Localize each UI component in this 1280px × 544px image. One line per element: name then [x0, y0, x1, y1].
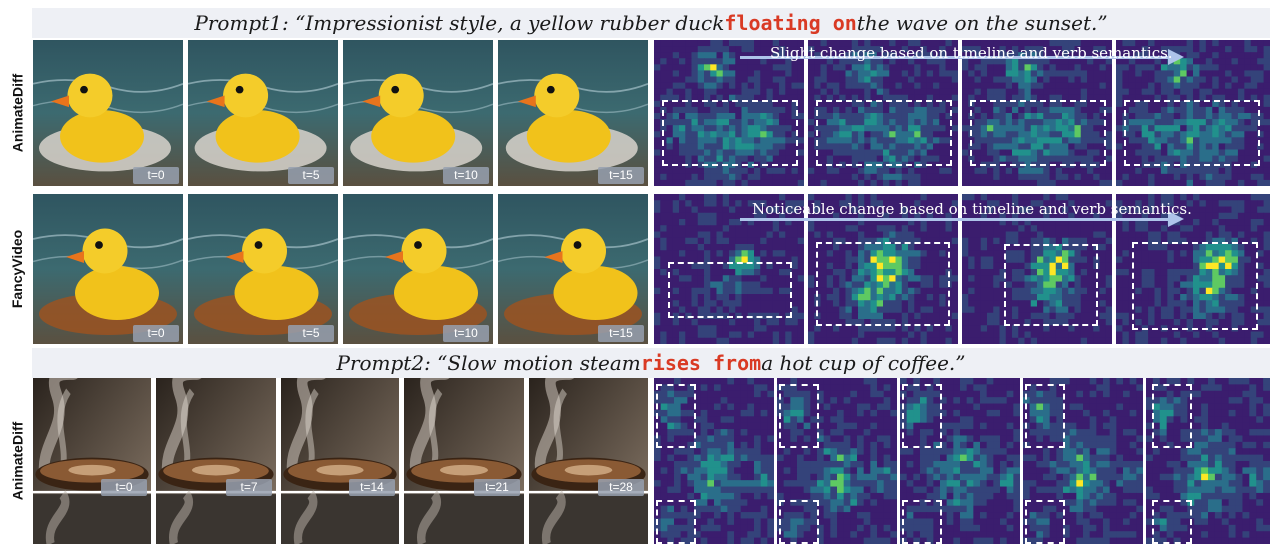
region-box: [902, 500, 942, 544]
timestep-label: t=10: [443, 167, 489, 184]
region-box: [1152, 500, 1192, 544]
duck-frame: t=15: [498, 194, 648, 344]
attention-heatmap: [654, 378, 774, 544]
coffee-frame: t=28: [529, 378, 648, 544]
region-box: [902, 384, 942, 448]
region-box: [1124, 100, 1260, 166]
timestep-label: t=5: [288, 325, 334, 342]
duck-frame: t=15: [498, 40, 648, 186]
region-box: [779, 500, 819, 544]
attention-heatmap: [654, 194, 804, 344]
prompt2-prefix: Prompt2: “Slow motion steam: [336, 351, 641, 375]
timestep-label: t=21: [474, 479, 520, 496]
slight-change-arrow: Slight change based on timeline and verb…: [740, 44, 1184, 70]
region-box: [656, 384, 696, 448]
prompt1-bar: Prompt1: “Impressionist style, a yellow …: [32, 8, 1270, 38]
timestep-label: t=14: [349, 479, 395, 496]
row-label-fancyvideo-duck: FancyVideo: [9, 229, 26, 309]
region-box: [656, 500, 696, 544]
attention-heatmap: [1116, 194, 1270, 344]
attention-heatmap: [1023, 378, 1143, 544]
region-box: [1025, 384, 1065, 448]
duck-frame: t=5: [188, 194, 338, 344]
timestep-label: t=10: [443, 325, 489, 342]
noticeable-change-text: Noticeable change based on timeline and …: [752, 200, 1192, 218]
region-box: [1004, 244, 1098, 326]
slight-change-text: Slight change based on timeline and verb…: [770, 44, 1173, 62]
duck-frame: t=0: [33, 40, 183, 186]
attention-heatmap: [777, 378, 897, 544]
region-box: [1025, 500, 1065, 544]
prompt2-suffix: a hot cup of coffee.”: [761, 351, 966, 375]
timestep-label: t=0: [133, 325, 179, 342]
prompt1-highlight: floating on: [724, 11, 857, 35]
duck-frame: t=0: [33, 194, 183, 344]
row-label-animatediff-duck: AnimateDiff: [9, 73, 25, 153]
attention-heatmap: [900, 378, 1020, 544]
timestep-label: t=15: [598, 325, 644, 342]
attention-heatmap: [654, 40, 804, 186]
arrow-head-icon: [1168, 211, 1184, 227]
region-box: [662, 100, 798, 166]
region-box: [816, 100, 952, 166]
coffee-frame: t=14: [281, 378, 399, 544]
duck-frame: t=10: [343, 194, 493, 344]
region-box: [779, 384, 819, 448]
coffee-frame: t=0: [33, 378, 151, 544]
region-box: [668, 262, 792, 318]
region-box: [970, 100, 1106, 166]
region-box: [816, 242, 950, 326]
arrow-head-icon: [1168, 49, 1184, 65]
attention-heatmap: [808, 40, 958, 186]
coffee-frame: t=7: [156, 378, 276, 544]
timestep-label: t=5: [288, 167, 334, 184]
timestep-label: t=28: [598, 479, 644, 496]
timestep-label: t=0: [133, 167, 179, 184]
duck-frame: t=10: [343, 40, 493, 186]
region-box: [1132, 242, 1258, 330]
timestep-label: t=7: [226, 479, 272, 496]
region-box: [1152, 384, 1192, 448]
timestep-label: t=0: [101, 479, 147, 496]
prompt2-highlight: rises from: [640, 351, 762, 375]
attention-heatmap: [1116, 40, 1270, 186]
prompt2-bar: Prompt2: “Slow motion steam rises from a…: [32, 348, 1270, 378]
timestep-label: t=15: [598, 167, 644, 184]
attention-heatmap: [808, 194, 958, 344]
attention-heatmap: [1146, 378, 1270, 544]
duck-frame: t=5: [188, 40, 338, 186]
noticeable-change-arrow: Noticeable change based on timeline and …: [740, 200, 1192, 227]
attention-heatmap: [962, 40, 1112, 186]
coffee-frame: t=21: [404, 378, 524, 544]
row-label-animatediff-coffee: AnimateDiff: [9, 421, 25, 501]
prompt1-suffix: the wave on the sunset.”: [856, 11, 1108, 35]
prompt1-prefix: Prompt1: “Impressionist style, a yellow …: [194, 11, 725, 35]
